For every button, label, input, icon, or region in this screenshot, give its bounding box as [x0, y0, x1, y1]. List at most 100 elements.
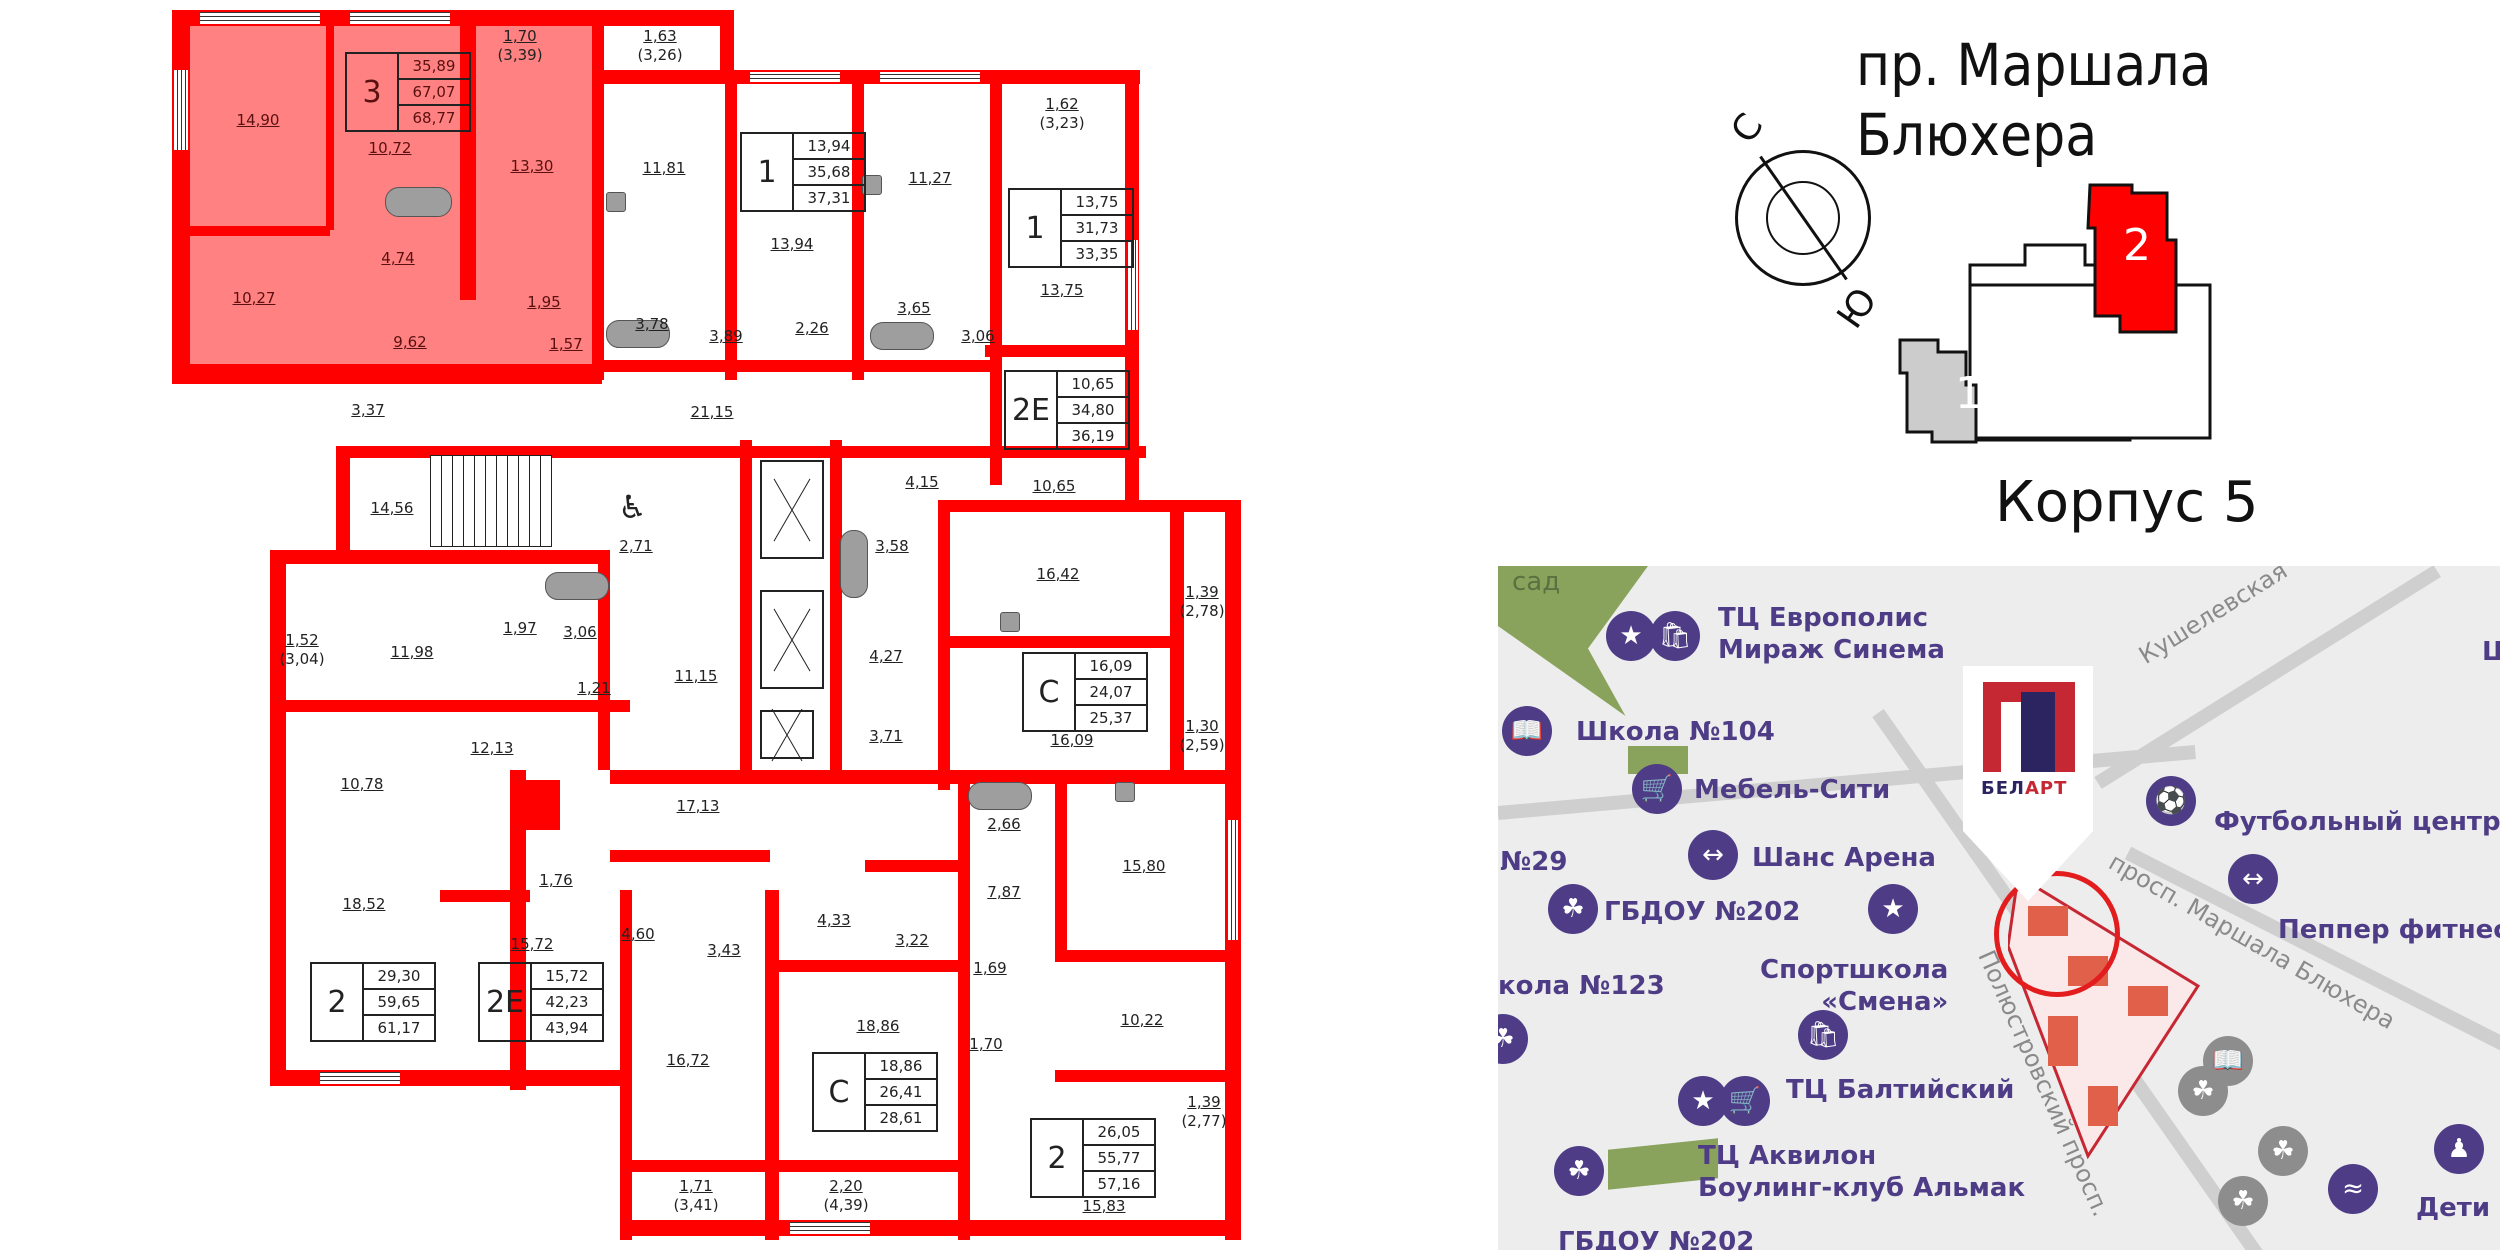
room-area: 3,89 — [709, 327, 743, 345]
children-poi-icon[interactable]: ♟ — [2434, 1124, 2484, 1174]
apartment-info-2-right[interactable]: 2 26,05 55,77 57,16 — [1030, 1118, 1156, 1198]
wall — [1055, 950, 1235, 962]
apartment-info-3[interactable]: 3 35,89 67,07 68,77 — [345, 52, 471, 132]
compass-icon — [1735, 150, 1871, 286]
poi-deti[interactable]: Дети — [2416, 1193, 2491, 1223]
bathtub-icon — [385, 187, 452, 217]
poi-school-104[interactable]: Школа №104 — [1576, 717, 1775, 747]
street-title: пр. Маршала Блюхера — [1856, 31, 2212, 169]
room-area: 2,66 — [987, 815, 1021, 833]
balcony-area: 1,62(3,23) — [1039, 95, 1085, 132]
room-area: 16,72 — [666, 1051, 710, 1069]
section-1-label[interactable]: 1 — [1955, 368, 1983, 419]
room-area: 3,71 — [869, 727, 903, 745]
star-poi-icon[interactable]: ★ — [1606, 611, 1656, 661]
apartment-info-1a[interactable]: 1 13,94 35,68 37,31 — [740, 132, 866, 212]
poi-sportschool[interactable]: Спортшкола«Смена» — [1760, 955, 1949, 1017]
room-area: 15,83 — [1082, 1197, 1126, 1215]
room-area: 3,37 — [351, 401, 385, 419]
poi-football[interactable]: Футбольный центр 20 — [2214, 807, 2500, 837]
apartment-type: 1 — [1010, 190, 1062, 266]
room-area: 15,80 — [1122, 857, 1166, 875]
poi-baltiysky[interactable]: ТЦ Балтийский — [1786, 1075, 2015, 1105]
section-2-label[interactable]: 2 — [2123, 220, 2151, 271]
poi-gbdou-202-b[interactable]: ГБДОУ №202 — [1558, 1227, 1755, 1250]
road — [2094, 566, 2441, 789]
wall — [172, 364, 602, 384]
dumbbell-poi-icon[interactable]: ↔ — [2228, 854, 2278, 904]
room-area: 14,90 — [236, 111, 280, 129]
total-area: 55,77 — [1084, 1146, 1154, 1172]
star-poi-icon[interactable]: ★ — [1678, 1076, 1728, 1126]
wall — [600, 360, 1000, 372]
kindergarten-poi-icon[interactable]: ☘ — [2178, 1066, 2228, 1116]
wall — [985, 345, 1135, 357]
living-area: 29,30 — [364, 964, 434, 990]
room-area: 3,22 — [895, 931, 929, 949]
cart-poi-icon[interactable]: 🛒 — [1720, 1076, 1770, 1126]
room-area: 16,42 — [1036, 565, 1080, 583]
balcony-area: 1,63(3,26) — [637, 27, 683, 64]
dumbbell-poi-icon[interactable]: ↔ — [1688, 830, 1738, 880]
room-area: 7,87 — [987, 883, 1021, 901]
poi-mebel-siti[interactable]: Мебель-Сити — [1694, 775, 1891, 805]
swimming-poi-icon[interactable]: ≈ — [2328, 1164, 2378, 1214]
room-area: 3,65 — [897, 299, 931, 317]
apartment-info-2e-bottom[interactable]: 2Е 15,72 42,23 43,94 — [478, 962, 604, 1042]
wall — [865, 860, 965, 872]
shopping-bag-poi-icon[interactable]: 🛍 — [1650, 611, 1700, 661]
apartment-info-1b[interactable]: 1 13,75 31,73 33,35 — [1008, 188, 1134, 268]
kindergarten-poi-icon[interactable]: ☘ — [2218, 1176, 2268, 1226]
total-area: 42,23 — [532, 990, 602, 1016]
kindergarten-poi-icon[interactable]: ☘ — [2258, 1126, 2308, 1176]
poi-pepper[interactable]: Пеппер фитнесс — [2278, 915, 2500, 945]
room-area: 4,33 — [817, 911, 851, 929]
kindergarten-poi-icon[interactable]: ☘ — [1554, 1146, 1604, 1196]
wheelchair-icon: ♿ — [618, 488, 647, 526]
apartment-type: 2 — [1032, 1120, 1084, 1196]
apartment-info-c-bottom[interactable]: С 18,86 26,41 28,61 — [812, 1052, 938, 1132]
wall — [270, 550, 610, 564]
room-area: 18,52 — [342, 895, 386, 913]
cart-poi-icon[interactable]: 🛒 — [1632, 764, 1682, 814]
apartment-info-2-left[interactable]: 2 29,30 59,65 61,17 — [310, 962, 436, 1042]
street-kushelevskaya: Кушелевская — [2134, 566, 2293, 670]
shopping-bag-poi-icon[interactable]: 🛍 — [1798, 1010, 1848, 1060]
poi-school-123[interactable]: кола №123 — [1498, 971, 1665, 1001]
floor-plan: ♿ 3 35,89 67,07 68,77 1 13,94 35,68 37,3… — [0, 0, 1500, 1250]
wall — [326, 10, 334, 230]
room-area: 2,26 — [795, 319, 829, 337]
poi-shans-arena[interactable]: Шанс Арена — [1752, 843, 1936, 873]
total-area-with-balcony: 43,94 — [545, 1019, 589, 1037]
bathtub-icon — [840, 530, 868, 598]
bathtub-icon — [968, 782, 1032, 810]
room-area: 1,97 — [503, 619, 537, 637]
apartment-info-2e-top[interactable]: 2Е 10,65 34,80 36,19 — [1004, 370, 1130, 450]
kindergarten-poi-icon[interactable]: ☘ — [1548, 884, 1598, 934]
balcony-area: 1,71(3,41) — [673, 1177, 719, 1214]
book-poi-icon[interactable]: 📖 — [1502, 706, 1552, 756]
wall — [725, 80, 737, 380]
kindergarten-poi-icon[interactable]: ☘ — [1498, 1014, 1528, 1064]
room-area: 3,43 — [707, 941, 741, 959]
balcony-area: 1,39(2,78) — [1179, 583, 1225, 620]
total-area-with-balcony: 61,17 — [377, 1019, 421, 1037]
window — [200, 12, 320, 24]
room-area: 13,75 — [1040, 281, 1084, 299]
section-2-selected — [2086, 183, 2178, 334]
football-poi-icon[interactable]: ⚽ — [2146, 776, 2196, 826]
logo-pointer — [1963, 831, 2093, 901]
stove-icon — [606, 192, 626, 212]
apartment-info-c-mid[interactable]: С 16,09 24,07 25,37 — [1022, 652, 1148, 732]
room-area: 1,95 — [527, 293, 561, 311]
poi-gbdou-202[interactable]: ГБДОУ №202 — [1604, 897, 1801, 927]
wall — [830, 440, 842, 780]
belart-logo: БЕЛАРТ — [1963, 666, 2093, 831]
apartment-type: 1 — [742, 134, 794, 210]
living-area: 13,94 — [794, 134, 864, 160]
star-poi-icon[interactable]: ★ — [1868, 884, 1918, 934]
living-area: 16,09 — [1076, 654, 1146, 680]
